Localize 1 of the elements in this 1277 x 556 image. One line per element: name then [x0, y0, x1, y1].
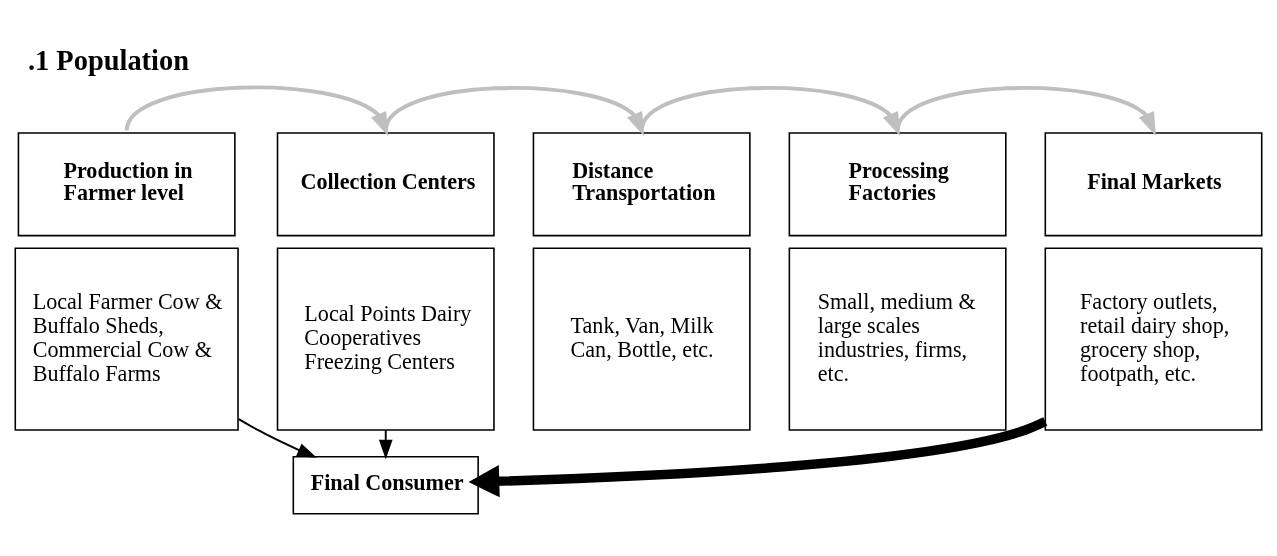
diagram-title: .1 Population [27, 44, 190, 76]
